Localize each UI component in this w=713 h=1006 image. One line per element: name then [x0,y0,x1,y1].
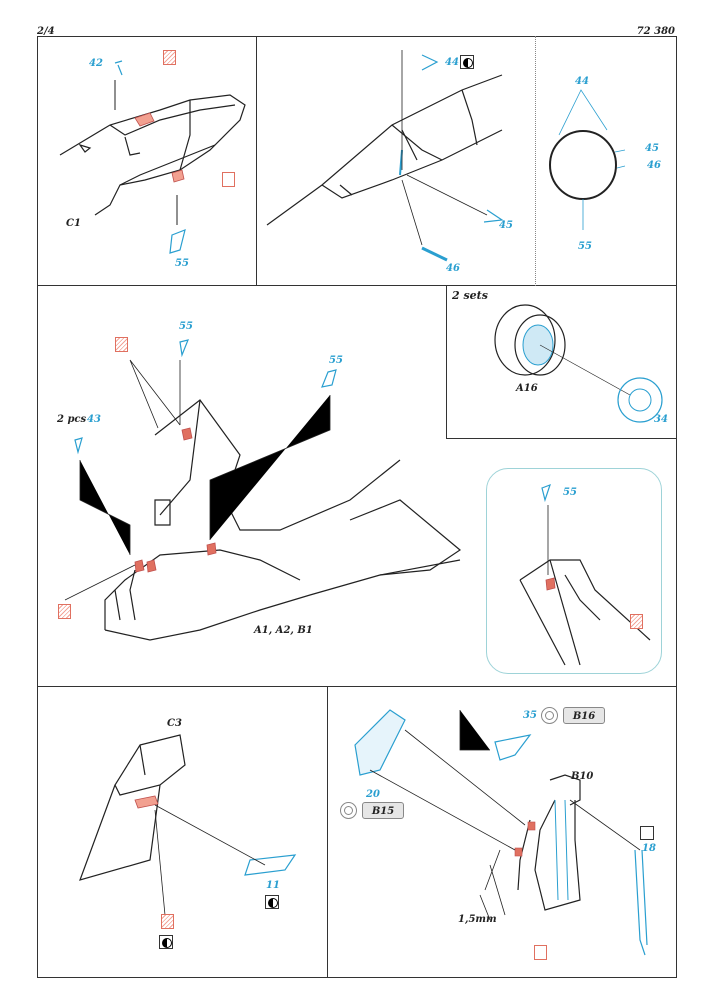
yin-yang-icon [460,55,474,69]
column-divider-1 [256,36,257,286]
part-number-11: 11 [266,880,280,891]
part-number-43: 43 [87,414,101,425]
part-number-55-tail-top: 55 [179,321,193,332]
part-number-45-section: 45 [645,143,659,154]
part-number-35: 35 [523,710,537,721]
c1-component-drawing [59,60,246,254]
plastic-sprue-icon [541,707,558,724]
instruction-frame [37,36,677,978]
dimension-label: 1,5mm [458,914,497,925]
part-number-45: 45 [499,220,513,231]
sets-note: 2 sets [452,289,488,302]
part-number-44: 44 [445,57,459,68]
detail-inset [486,468,662,674]
pcs-note: 2 pcs [57,414,87,425]
column-divider-dotted [535,36,536,286]
inset-divider [446,438,677,439]
a16-label: A16 [516,383,538,394]
b10-label: B10 [571,771,594,782]
part-number-20: 20 [366,789,380,800]
plastic-part-icon [222,172,235,187]
part-number-34: 34 [654,414,668,425]
yin-yang-icon [159,935,173,949]
row-divider-1 [37,285,677,286]
b16-badge: B16 [563,707,605,724]
part-number-46-section: 46 [647,160,661,171]
c3-label: C3 [167,718,182,729]
c1-label: C1 [66,218,81,229]
photo-etch-part-icon [115,337,128,352]
part-number-44-section: 44 [575,76,589,87]
a16-drawing [494,304,663,423]
page-number: 2/4 [37,26,55,37]
part-number-18: 18 [642,843,656,854]
column-divider-3 [327,686,328,978]
part-number-46: 46 [446,263,460,274]
tail-assembly-drawing [64,339,462,641]
cross-section-drawing [549,89,626,230]
bend-symbol-icon [640,826,654,840]
part-number-55-section: 55 [578,241,592,252]
part-number-55-tail-right: 55 [329,355,343,366]
photo-etch-part-icon [58,604,71,619]
a1-a2-b1-label: A1, A2, B1 [254,625,313,636]
part-number-55: 55 [175,258,189,269]
photo-etch-part-icon [161,914,174,929]
part-number-42: 42 [89,58,103,69]
c3-drawing [79,734,297,916]
part-number-55-detail: 55 [563,487,577,498]
product-number: 72 380 [636,26,675,37]
b10-assembly-drawing [354,709,648,956]
b15-badge: B15 [362,802,404,819]
yin-yang-icon [265,895,279,909]
photo-etch-part-icon [163,50,176,65]
row-divider-2 [37,686,677,687]
plastic-sprue-icon [340,802,357,819]
photo-etch-part-icon [630,614,643,629]
plastic-part-icon [534,945,547,960]
nose-drawing [266,50,504,262]
column-divider-2 [446,285,447,439]
detail-tail-drawing [519,483,651,666]
